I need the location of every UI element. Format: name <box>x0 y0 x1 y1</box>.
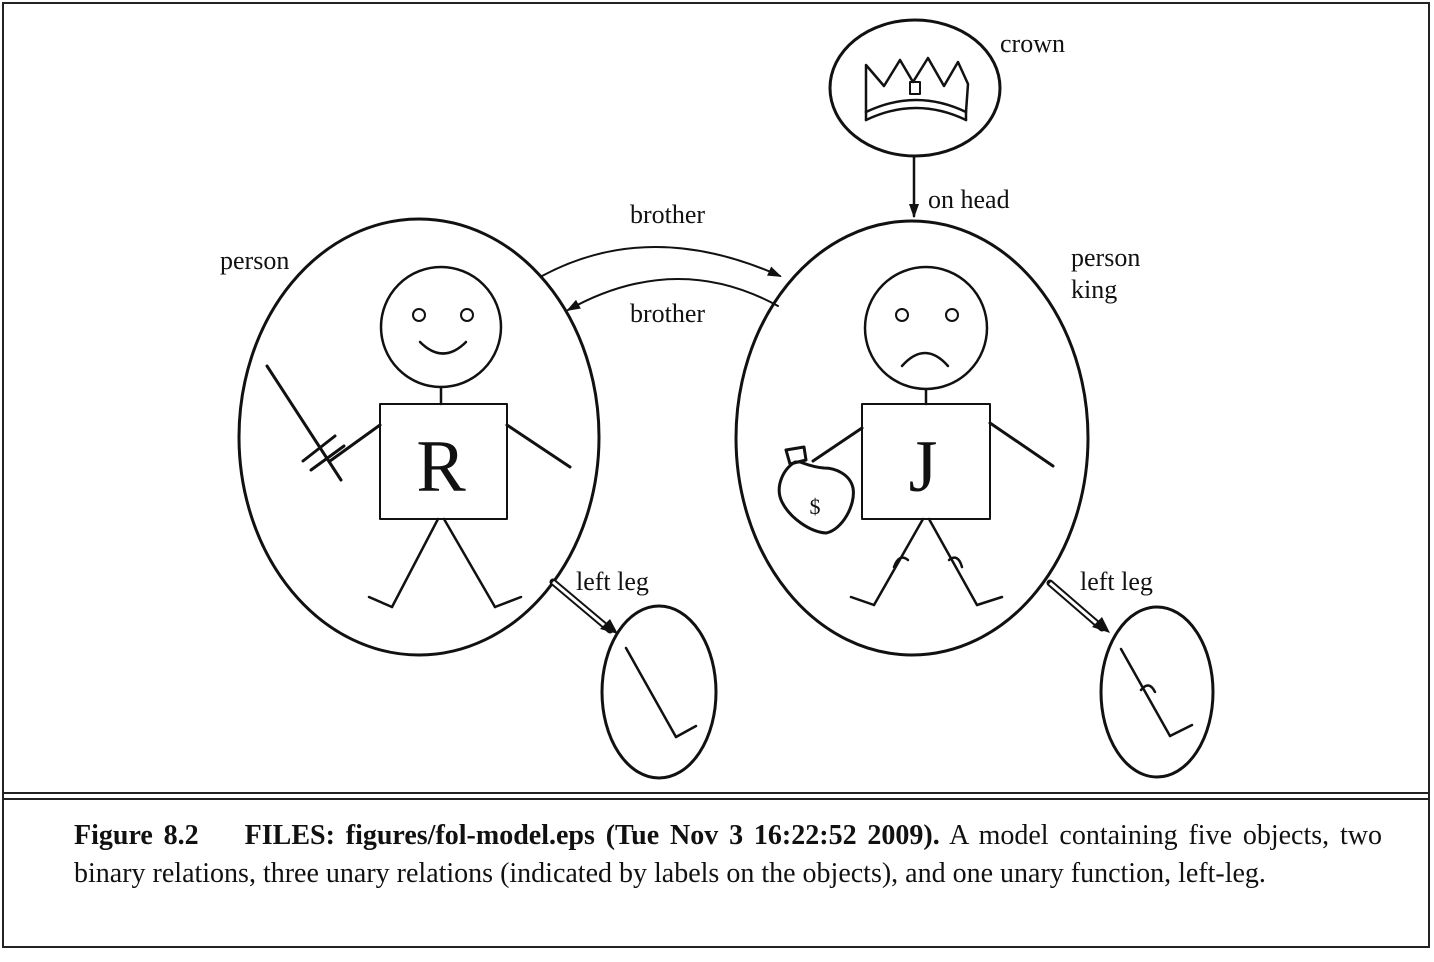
crown-object <box>828 18 1002 158</box>
richard-stick-figure <box>265 265 572 609</box>
caption-text: A model containing five objects, two bin… <box>74 820 1382 889</box>
figure-frame <box>2 2 1430 948</box>
john-head <box>863 265 989 391</box>
crown-label: crown <box>1000 29 1065 58</box>
richard-object: R <box>237 217 601 657</box>
left-leg-label-richard: left leg <box>576 567 649 596</box>
caption-figure-number: Figure 8.2 <box>74 820 199 851</box>
leg-icon <box>1119 647 1172 738</box>
caption-divider-top <box>2 792 1430 794</box>
richard-letter: R <box>416 426 466 508</box>
money-bag-icon <box>777 445 855 535</box>
brother-label-bottom: brother <box>630 299 705 328</box>
model-diagram: crown on head R person <box>220 18 1215 780</box>
john-label-person: person <box>1071 243 1140 272</box>
richard-head <box>379 265 503 389</box>
john-left-leg-object <box>1099 605 1215 779</box>
sword-icon <box>265 364 346 482</box>
richard-left-leg-object <box>600 604 718 780</box>
left-leg-label-john: left leg <box>1080 567 1153 596</box>
caption-divider-bottom <box>2 798 1430 800</box>
left-leg-arrow-john <box>1046 579 1110 633</box>
smile <box>418 340 468 355</box>
richard-label-person: person <box>220 246 289 275</box>
john-object: $ J <box>734 219 1090 657</box>
figure-caption: Figure 8.2 FILES: figures/fol-model.eps (… <box>74 817 1382 893</box>
money-bag-symbol: $ <box>810 494 821 519</box>
john-letter: J <box>909 426 938 508</box>
leg-icon <box>624 646 678 739</box>
brother-arrow-richard-to-john <box>541 246 782 277</box>
brother-label-top: brother <box>630 200 705 229</box>
left-leg-arrow-richard <box>549 578 618 634</box>
brother-arrow-john-to-richard <box>566 278 779 311</box>
caption-files-info: FILES: figures/fol-model.eps (Tue Nov 3 … <box>244 820 940 851</box>
crown-icon <box>864 56 970 122</box>
frown <box>900 351 950 368</box>
on-head-label: on head <box>928 185 1010 214</box>
john-stick-figure: $ <box>777 265 1055 607</box>
john-label-king: king <box>1071 275 1117 304</box>
